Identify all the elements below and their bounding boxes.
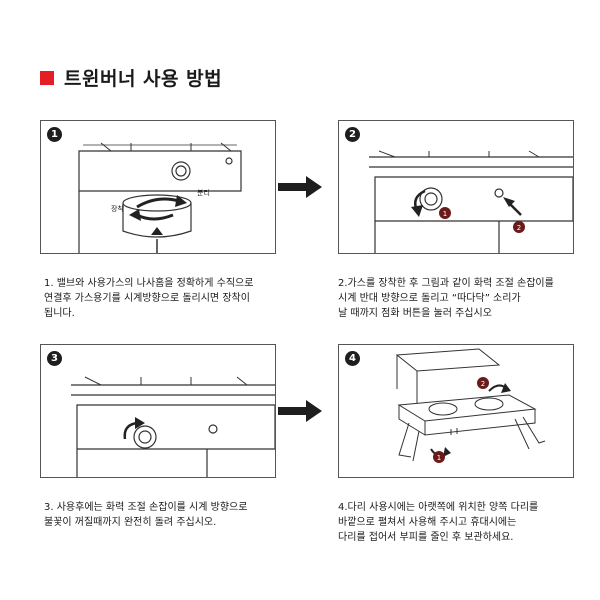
ignition-diagram: 1 2 xyxy=(369,150,573,253)
marker-2: 2 xyxy=(517,224,521,232)
step-3-caption: 3. 사용후에는 화력 조절 손잡이를 시계 방향으로 불꽃이 꺼질때까지 완전… xyxy=(44,500,294,530)
step-3-illustration: 3 xyxy=(40,344,276,478)
step-1-caption-line: 1. 밸브와 사용가스의 나사홈을 정확하게 수직으로 xyxy=(44,278,254,289)
step-2-caption: 2.가스를 장착한 후 그림과 같이 화력 조절 손잡이를 시계 반대 방향으로… xyxy=(338,276,588,321)
detach-label: 분리 xyxy=(197,188,210,197)
step-4-caption-line: 바깥으로 펼쳐서 사용해 주시고 휴대시에는 xyxy=(338,517,517,528)
step-3-number: 3 xyxy=(47,351,62,366)
step-4-number: 4 xyxy=(345,351,360,366)
marker-1: 1 xyxy=(443,210,447,218)
step-2-illustration: 2 1 2 xyxy=(338,120,574,254)
step-1-caption: 1. 밸브와 사용가스의 나사홈을 정확하게 수직으로 연결후 가스용기를 시계… xyxy=(44,276,294,321)
legs-diagram: 1 2 xyxy=(395,348,546,463)
right-arrow-icon xyxy=(278,400,322,422)
step-1-caption-line: 연결후 가스용기를 시계방향으로 돌리시면 장착이 xyxy=(44,293,250,304)
step-4-caption: 4.다리 사용시에는 아랫쪽에 위치한 양쪽 다리를 바깥으로 펼쳐서 사용해 … xyxy=(338,500,588,545)
step-1-number: 1 xyxy=(47,127,62,142)
step-1-caption-line: 됩니다. xyxy=(44,308,75,319)
page-title: 트윈버너 사용 방법 xyxy=(64,68,223,90)
step-3-caption-line: 불꽃이 꺼질때까지 완전히 돌려 주십시오. xyxy=(44,517,217,528)
title-bullet-icon xyxy=(40,70,54,85)
canister-attach-diagram: 장착 분리 xyxy=(78,142,242,253)
shutoff-diagram xyxy=(71,376,275,477)
step-4-caption-line: 4.다리 사용시에는 아랫쪽에 위치한 양쪽 다리를 xyxy=(338,502,539,513)
step-4-illustration: 4 1 2 xyxy=(338,344,574,478)
page-header: 트윈버너 사용 방법 xyxy=(40,64,222,91)
marker-1: 1 xyxy=(437,454,441,462)
step-2-caption-line: 2.가스를 장착한 후 그림과 같이 화력 조절 손잡이를 xyxy=(338,278,554,289)
attach-label: 장착 xyxy=(111,204,124,213)
step-2-number: 2 xyxy=(345,127,360,142)
step-4-caption-line: 다리를 접어서 부피를 줄인 후 보관하세요. xyxy=(338,532,514,543)
step-1-illustration: 1 장착 분리 xyxy=(40,120,276,254)
step-2-caption-line: 날 때까지 점화 버튼을 눌러 주십시오 xyxy=(338,308,492,319)
step-2-caption-line: 시계 반대 방향으로 돌리고 “따다닥” 소리가 xyxy=(338,293,521,304)
step-3-caption-line: 3. 사용후에는 화력 조절 손잡이를 시계 방향으로 xyxy=(44,502,248,513)
marker-2: 2 xyxy=(481,380,485,388)
right-arrow-icon xyxy=(278,176,322,198)
